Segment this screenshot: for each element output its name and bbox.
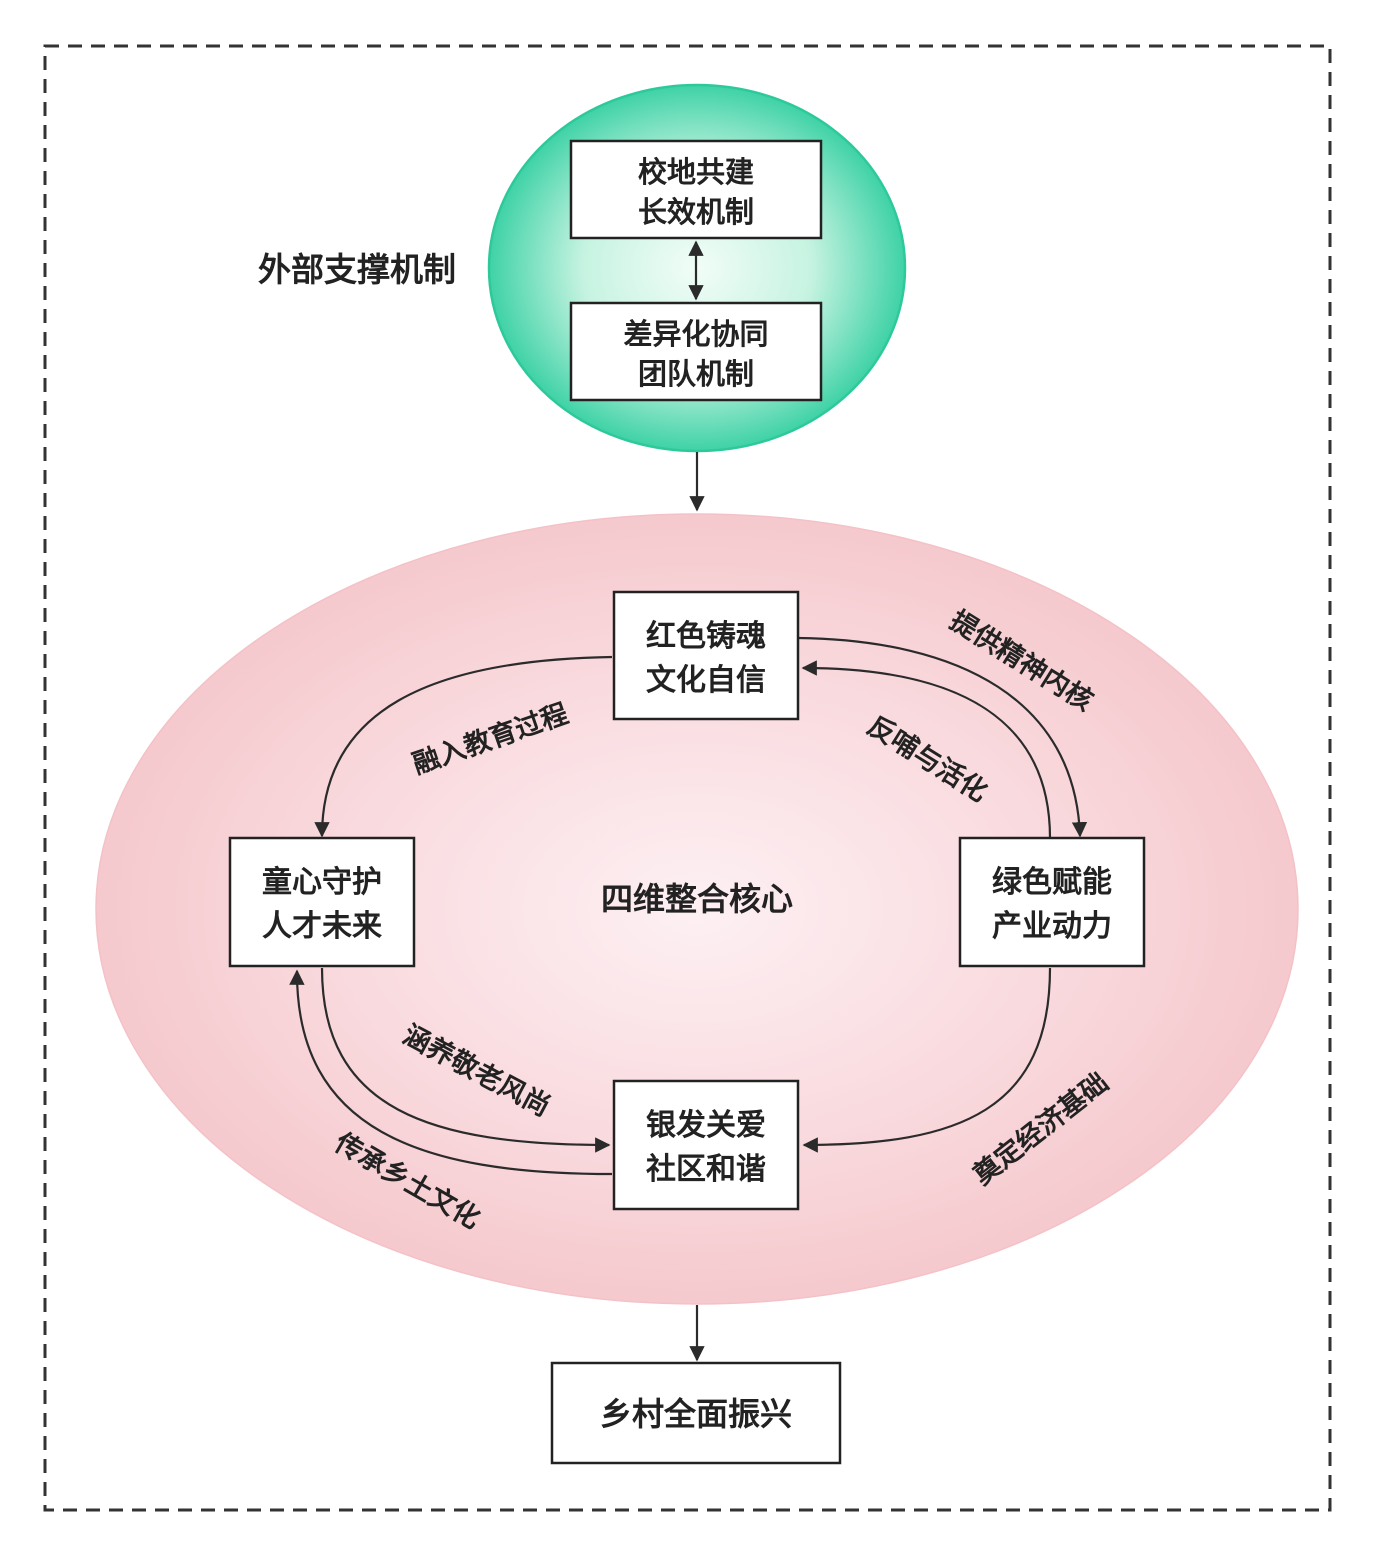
node-silver [612,1079,800,1211]
arrow-green-to-red [801,660,1052,839]
node-green-line2: 产业动力 [992,909,1112,944]
core-ellipse [95,513,1299,1305]
node-green-line1: 绿色赋能 [992,865,1112,900]
node-child [228,836,416,968]
arrow-silver-to-child [289,969,613,1176]
arrow-child-to-silver [320,967,611,1153]
arrow-red-to-green [797,636,1088,838]
core-label: 四维整合核心 [601,880,793,918]
box-school-local-line2: 长效机制 [638,195,754,229]
node-red-line1: 红色铸魂 [646,619,766,654]
node-child-line1: 童心守护 [262,865,382,900]
outer-dashed-frame [43,44,1332,1512]
arrow-green-to-silver [802,967,1052,1153]
node-child-line2: 人才未来 [262,909,382,944]
box-team-mechanism-line1: 差异化协同 [623,317,768,351]
node-silver-line2: 社区和谐 [646,1152,766,1187]
node-green [958,836,1146,968]
result-box [550,1361,842,1465]
node-red-line2: 文化自信 [646,663,766,698]
external-support-label: 外部支撑机制 [258,250,456,289]
node-silver-line1: 银发关爱 [646,1108,766,1143]
box-team-mechanism [569,301,823,402]
result-label: 乡村全面振兴 [600,1395,792,1433]
box-school-local-line1: 校地共建 [638,155,754,189]
node-red [612,590,800,721]
arrow-red-to-child [314,655,613,838]
box-team-mechanism-line2: 团队机制 [638,357,754,391]
box-school-local [569,139,823,240]
